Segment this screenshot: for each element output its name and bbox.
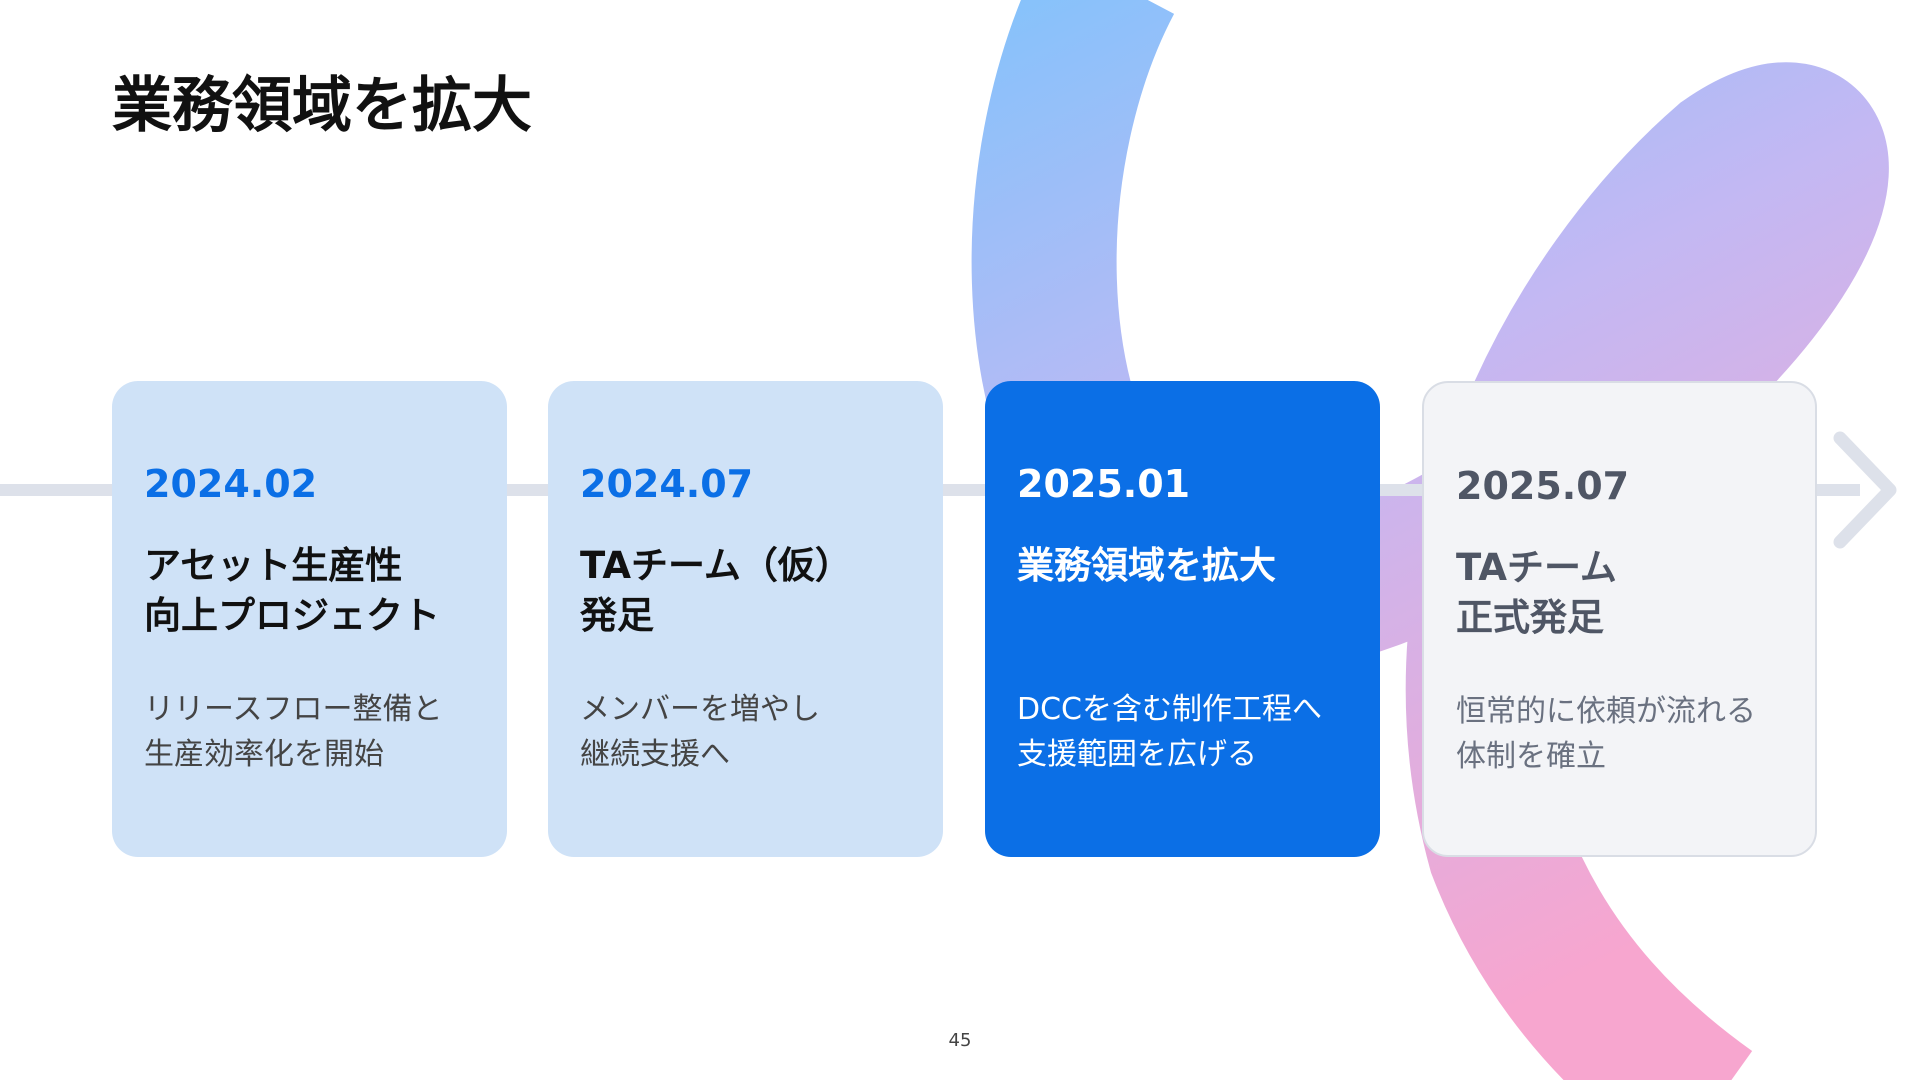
timeline-card-2025-01-current: 2025.01 業務領域を拡大 DCCを含む制作工程へ 支援範囲を広げる [985, 381, 1380, 857]
card-heading-line: 発足 [580, 594, 654, 638]
card-heading-line: 向上プロジェクト [144, 594, 440, 638]
page-number: 45 [948, 1030, 972, 1051]
card-description-line: メンバーを増やし [580, 692, 820, 727]
card-heading-line: 業務領域を拡大 [1017, 544, 1276, 587]
card-description-line: DCCを含む制作工程へ [1017, 692, 1322, 727]
card-heading: TAチーム 正式発足 [1456, 543, 1791, 643]
arrow-right-icon [1833, 431, 1897, 549]
timeline-card-2024-07: 2024.07 TAチーム（仮） 発足 メンバーを増やし 継続支援へ [548, 381, 943, 857]
card-description: メンバーを増やし 継続支援へ [580, 687, 919, 777]
card-description-line: リリースフロー整備と [144, 692, 443, 727]
card-heading: TAチーム（仮） 発足 [580, 541, 919, 641]
card-description-line: 体制を確立 [1456, 739, 1606, 774]
card-description-line: 継続支援へ [580, 737, 730, 772]
card-description-line: 生産効率化を開始 [144, 737, 384, 772]
timeline-card-2025-07: 2025.07 TAチーム 正式発足 恒常的に依頼が流れる 体制を確立 [1422, 381, 1817, 857]
card-heading-line: TAチーム（仮） [580, 544, 852, 587]
card-heading-line: TAチーム [1456, 546, 1617, 589]
card-description: リリースフロー整備と 生産効率化を開始 [144, 687, 483, 777]
page-title: 業務領域を拡大 [112, 71, 532, 141]
timeline-card-2024-02: 2024.02 アセット生産性 向上プロジェクト リリースフロー整備と 生産効率… [112, 381, 507, 857]
card-description: 恒常的に依頼が流れる 体制を確立 [1456, 689, 1791, 779]
card-heading: アセット生産性 向上プロジェクト [144, 541, 483, 641]
card-description: DCCを含む制作工程へ 支援範囲を広げる [1017, 687, 1356, 777]
card-description-line: 支援範囲を広げる [1017, 737, 1257, 772]
card-date: 2025.01 [1017, 462, 1191, 506]
card-heading-line: アセット生産性 [144, 544, 403, 587]
card-date: 2024.07 [580, 462, 754, 506]
card-heading-line: 正式発足 [1456, 596, 1604, 640]
card-date: 2024.02 [144, 462, 318, 506]
card-date: 2025.07 [1456, 464, 1630, 508]
card-heading: 業務領域を拡大 [1017, 541, 1356, 641]
card-description-line: 恒常的に依頼が流れる [1456, 694, 1756, 729]
